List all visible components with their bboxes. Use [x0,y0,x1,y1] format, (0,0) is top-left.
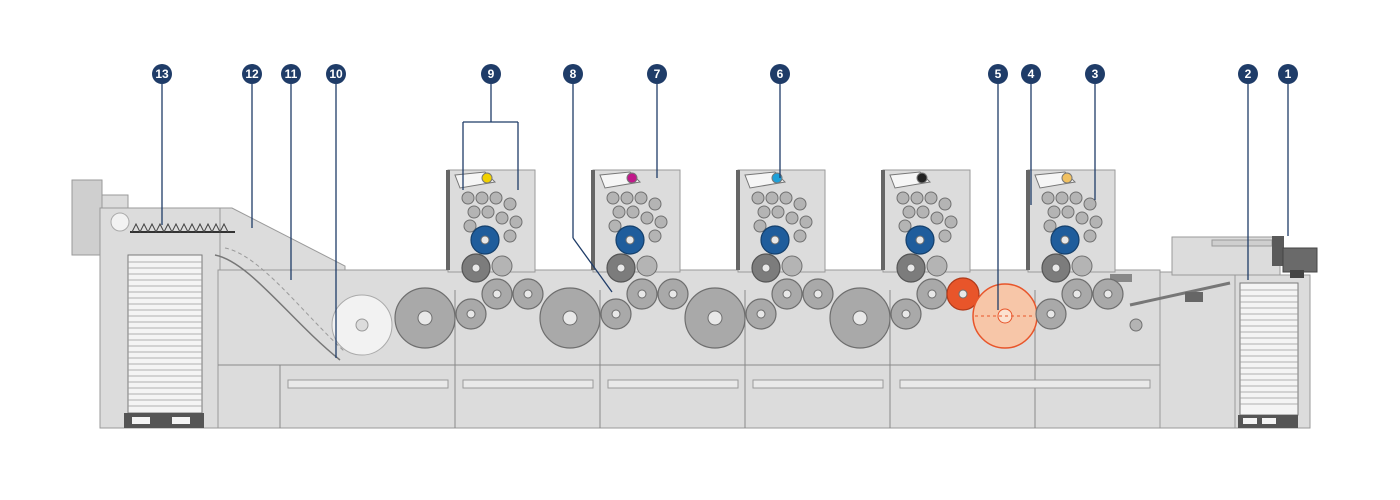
number-markers: 13 12 11 10 9 8 7 6 [152,64,1298,84]
callout-leaders [161,84,1289,358]
printing-unit-4 [881,169,971,283]
marker-9: 9 [481,64,501,84]
marker-6: 6 [770,64,790,84]
marker-8: 8 [563,64,583,84]
marker-7: 7 [647,64,667,84]
svg-text:5: 5 [995,67,1002,81]
svg-text:12: 12 [245,67,259,81]
svg-text:11: 11 [285,67,298,81]
printing-unit-1 [446,169,536,283]
svg-text:10: 10 [329,67,343,81]
cylinder-train [394,277,1124,349]
marker-4: 4 [1021,64,1041,84]
marker-1: 1 [1278,64,1298,84]
marker-13: 13 [152,64,172,84]
printing-unit-5 [1026,169,1116,283]
printing-unit-2 [591,169,681,283]
delivery-stack [124,254,204,428]
svg-text:7: 7 [654,67,661,81]
svg-text:3: 3 [1092,67,1099,81]
marker-2: 2 [1238,64,1258,84]
marker-11: 11 [281,64,301,84]
svg-text:13: 13 [155,67,169,81]
feeder-stack [1238,282,1299,428]
svg-text:4: 4 [1028,67,1035,81]
svg-text:6: 6 [777,67,784,81]
svg-text:1: 1 [1285,67,1292,81]
svg-text:9: 9 [488,67,495,81]
marker-12: 12 [242,64,262,84]
printing-unit-3 [736,169,826,283]
svg-text:8: 8 [570,67,577,81]
suction-head-graphic [1272,236,1318,278]
marker-5: 5 [988,64,1008,84]
marker-10: 10 [326,64,346,84]
marker-3: 3 [1085,64,1105,84]
svg-text:2: 2 [1245,67,1252,81]
